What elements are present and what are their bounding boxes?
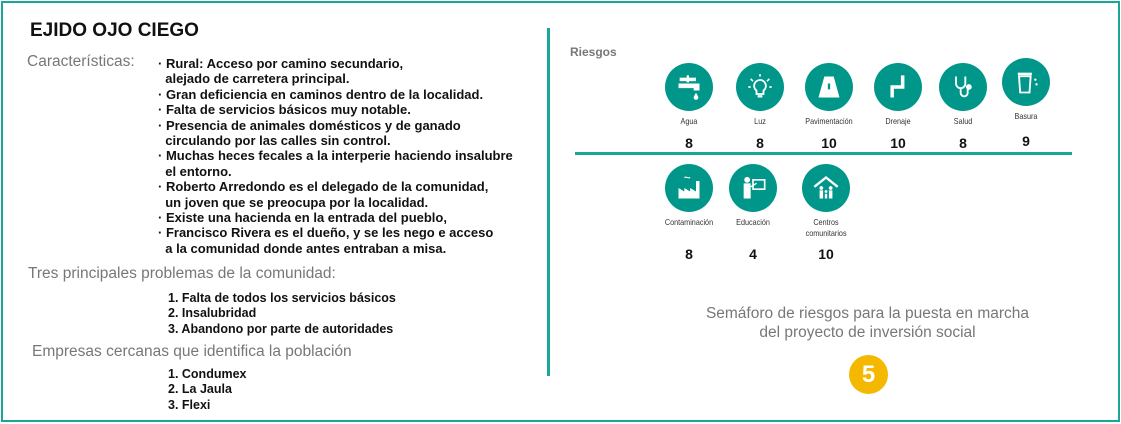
risk-value: 8 [685,246,693,262]
factory-icon [665,164,713,212]
risk-value: 9 [1022,133,1030,149]
list-item: circulando por las calles sin control. [158,133,391,149]
risk-label: Luz [754,116,766,126]
trash-icon [1002,58,1050,106]
risk-item: Luz [720,63,800,127]
empresas-label: Empresas cercanas que identifica la pobl… [32,343,352,360]
semaforo-value-badge: 5 [849,355,888,394]
risk-value: 10 [890,135,906,151]
risk-value: 4 [749,246,757,262]
risk-item: Agua [649,63,729,127]
horizontal-divider [575,152,1072,155]
list-item: · Rural: Acceso por camino secundario, [158,56,404,71]
list-item: · Existe una hacienda en la entrada del … [158,210,447,226]
problemas-list: 1. Falta de todos los servicios básicos … [168,291,396,337]
risk-item: Contaminación [649,164,729,228]
lightbulb-icon [736,63,784,111]
teacher-icon [729,164,777,212]
risk-item: Basura [986,58,1066,122]
list-item: · Presencia de animales domésticos y de … [158,117,461,133]
risk-item: Drenaje [858,63,938,127]
risk-item: Salud [923,63,1003,127]
list-item: · Gran deficiencia en caminos dentro de … [158,86,484,102]
risk-label: Agua [680,116,698,126]
risk-label: Contaminación [664,217,714,227]
risk-item: Educación [713,164,793,228]
list-item: 3. Abandono por parte de autoridades [168,321,394,336]
risk-item: Centros comunitarios [786,164,866,238]
vertical-divider [547,28,550,376]
community-icon [802,164,850,212]
risk-value: 8 [959,135,967,151]
risk-value: 8 [756,135,764,151]
stethoscope-icon [939,63,987,111]
page-title: EJIDO OJO CIEGO [30,20,199,41]
list-item: 2. Insalubridad [168,306,257,321]
list-item: un joven que se preocupa por la localida… [158,194,429,210]
faucet-icon [665,63,713,111]
list-item: 1. Falta de todos los servicios básicos [168,291,396,305]
caracteristicas-list: · Rural: Acceso por camino secundario, a… [158,56,513,256]
list-item: a la comunidad donde antes entraban a mi… [158,240,447,256]
risk-label: Pavimentación [805,116,853,126]
risk-value: 10 [821,135,837,151]
riesgos-label: Riesgos [570,45,617,59]
list-item: 2. La Jaula [168,382,232,397]
list-item: alejado de carretera principal. [158,71,350,87]
list-item: · Muchas heces fecales a la interperie h… [158,148,513,164]
list-item: · Francisco Rivera es el dueño, y se les… [158,225,494,241]
caracteristicas-label: Características: [27,53,135,70]
list-item: · Falta de servicios básicos muy notable… [158,102,411,118]
pipe-icon [874,63,922,111]
semaforo-line2: del proyecto de inversión social [759,324,976,341]
problemas-label: Tres principales problemas de la comunid… [28,265,336,282]
risk-label: Educación [736,217,770,227]
list-item: el entorno. [158,163,232,179]
list-item: · Roberto Arredondo es el delegado de la… [158,179,489,195]
risk-label: Drenaje [885,116,911,126]
list-item: 3. Flexi [168,397,211,412]
risk-item: Pavimentación [789,63,869,127]
semaforo-line1: Semáforo de riesgos para la puesta en ma… [705,305,1030,322]
risk-value: 10 [818,246,834,262]
road-icon [805,63,853,111]
risk-label: Salud [953,116,973,126]
list-item: 1. Condumex [168,367,247,381]
risk-label: Basura [1014,111,1038,121]
empresas-list: 1. Condumex 2. La Jaula 3. Flexi [168,367,247,413]
risk-label: Centros comunitarios [805,217,847,238]
risk-value: 8 [685,135,693,151]
